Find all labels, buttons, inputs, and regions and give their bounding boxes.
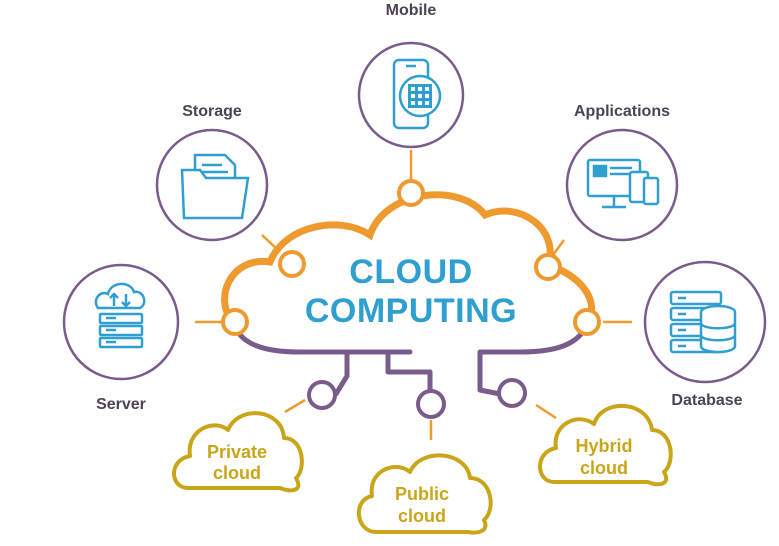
node-mobile bbox=[357, 41, 465, 149]
hybrid-cloud-line-1: Hybrid bbox=[575, 436, 632, 456]
node-database bbox=[643, 260, 767, 384]
private-cloud-line-1: Private bbox=[207, 442, 267, 462]
public-cloud: Public cloud bbox=[356, 453, 493, 535]
node-connectors bbox=[195, 150, 632, 440]
title-line-2: COMPUTING bbox=[305, 292, 517, 330]
connector-rings bbox=[221, 179, 601, 419]
public-cloud-line-2: cloud bbox=[398, 506, 446, 526]
monitor-icon bbox=[586, 158, 660, 209]
public-cloud-line-1: Public bbox=[395, 484, 449, 504]
node-storage bbox=[155, 128, 269, 242]
database-icon bbox=[669, 290, 737, 354]
node-label-storage: Storage bbox=[182, 103, 242, 120]
hybrid-cloud-line-2: cloud bbox=[580, 458, 628, 478]
mobile-icon bbox=[392, 58, 442, 130]
node-label-database: Database bbox=[671, 392, 742, 409]
private-cloud: Private cloud bbox=[172, 411, 304, 493]
node-server bbox=[62, 263, 180, 381]
hybrid-cloud: Hybrid cloud bbox=[538, 403, 673, 487]
private-cloud-line-2: cloud bbox=[213, 463, 261, 483]
node-label-server: Server bbox=[96, 396, 146, 413]
node-applications bbox=[565, 128, 679, 242]
server-cloud-icon bbox=[94, 282, 146, 349]
folder-icon bbox=[180, 153, 250, 220]
title-line-1: CLOUD bbox=[349, 253, 472, 291]
node-label-applications: Applications bbox=[574, 103, 670, 120]
node-label-mobile: Mobile bbox=[386, 2, 437, 19]
cloud-circuit bbox=[230, 319, 591, 397]
